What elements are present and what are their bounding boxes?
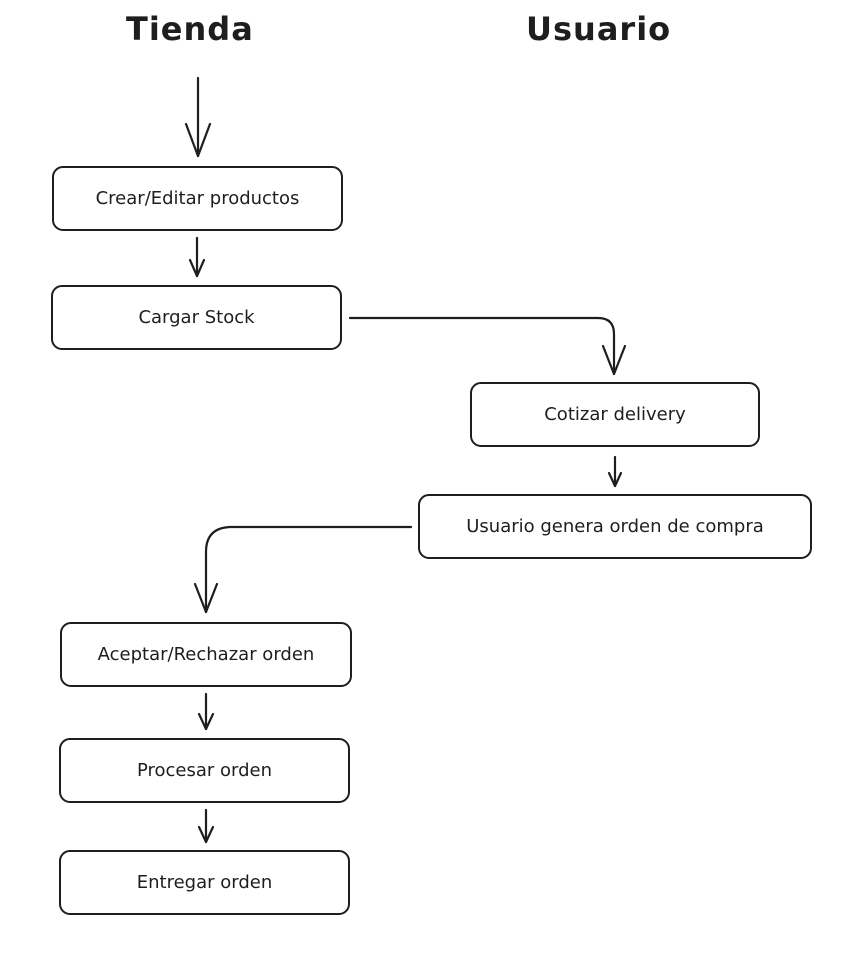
node-label: Cotizar delivery [544,404,686,425]
arrowhead-procesar-to-entregar [197,825,215,844]
node-crear-editar-productos: Crear/Editar productos [52,166,343,231]
node-label: Usuario genera orden de compra [466,516,764,537]
node-cotizar-delivery: Cotizar delivery [470,382,760,447]
lane-title-usuario: Usuario [526,10,672,48]
node-aceptar-rechazar-orden: Aceptar/Rechazar orden [60,622,352,687]
arrowhead-crear-to-cargar [188,258,206,278]
node-label: Procesar orden [136,760,273,781]
arrowhead-cargar-to-cotizar [601,344,627,376]
arrowhead-cotizar-to-orden [607,471,623,488]
edge-cargar-to-cotizar [348,316,616,376]
edge-orden-to-aceptar [204,525,413,614]
node-cargar-stock: Cargar Stock [51,285,342,350]
arrowhead-start-to-crear [184,122,212,158]
lane-title-tienda: Tienda [126,10,254,48]
node-label: Aceptar/Rechazar orden [97,644,315,665]
node-entregar-orden: Entregar orden [59,850,350,915]
arrowhead-orden-to-aceptar [193,582,219,614]
arrowhead-aceptar-to-procesar [197,712,215,731]
node-label: Crear/Editar productos [95,188,300,209]
node-label: Cargar Stock [138,307,255,328]
node-procesar-orden: Procesar orden [59,738,350,803]
node-label: Entregar orden [136,872,273,893]
node-usuario-genera-orden: Usuario genera orden de compra [418,494,812,559]
